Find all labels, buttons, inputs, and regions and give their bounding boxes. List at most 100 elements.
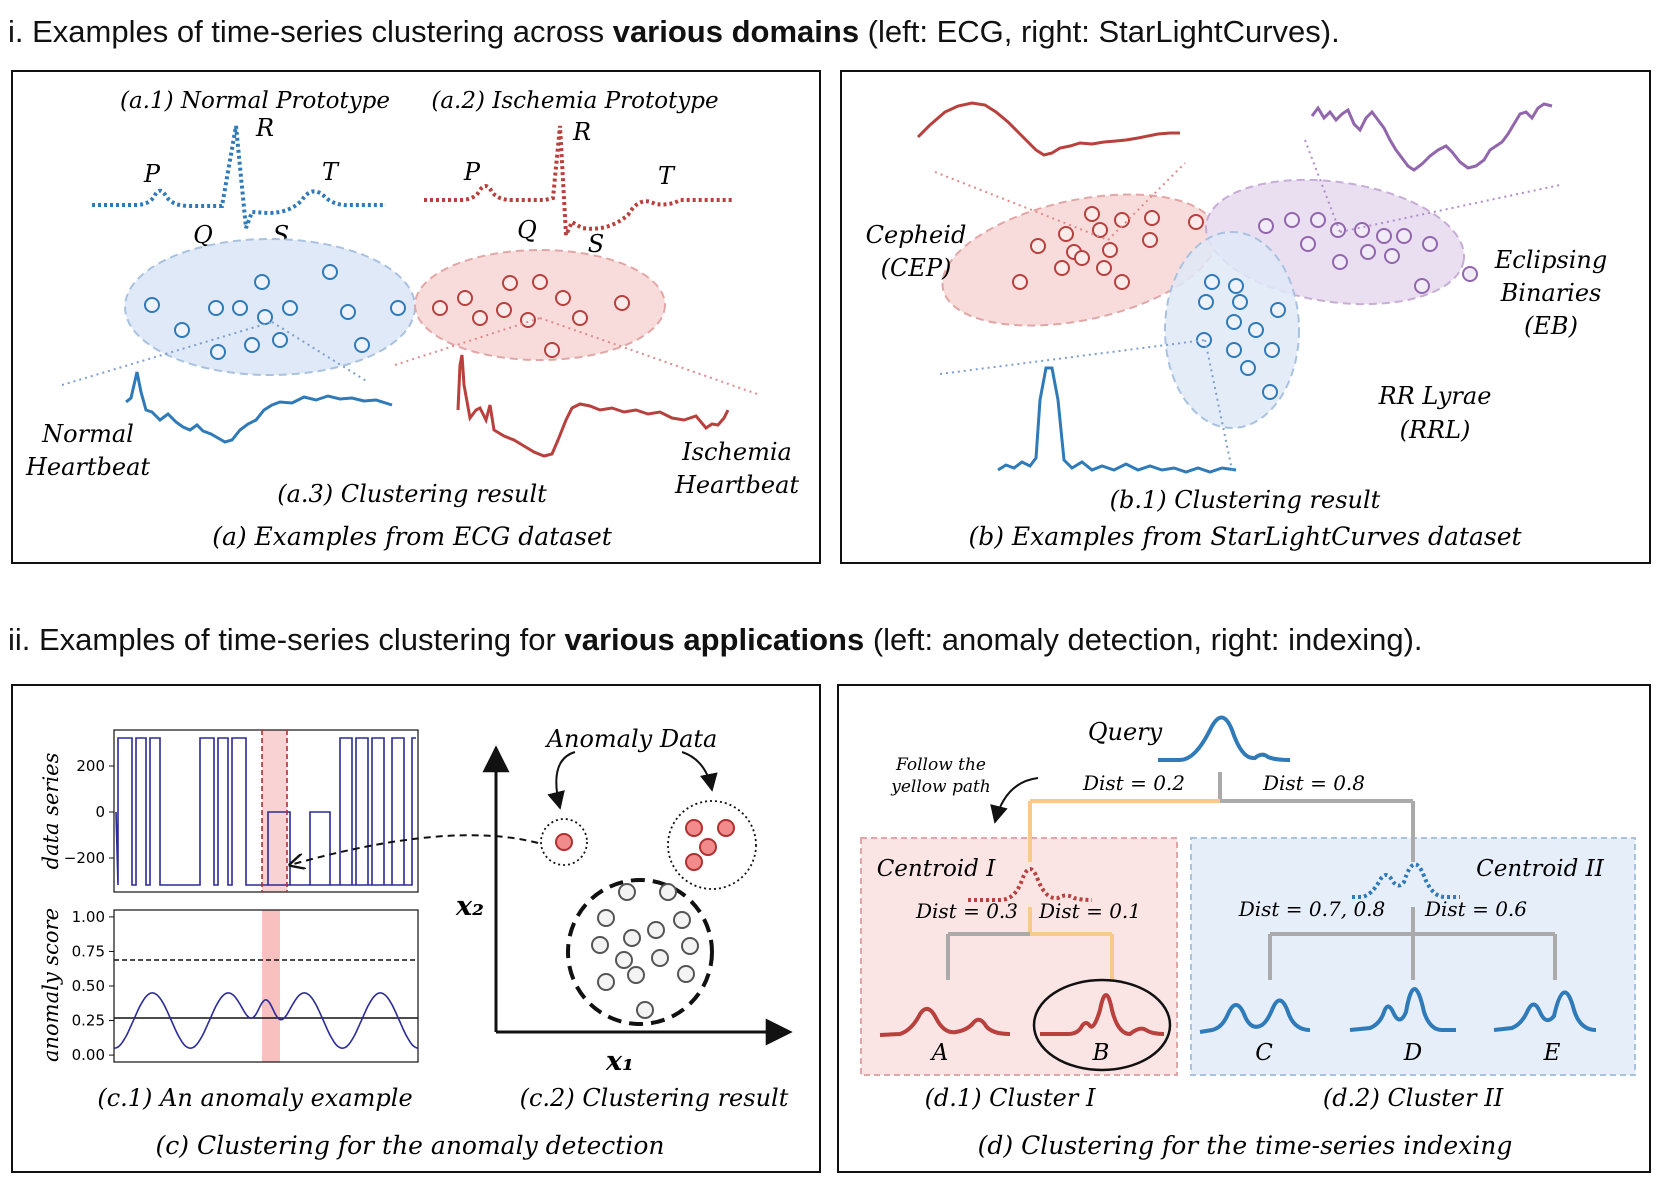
normal-heartbeat-label-2: Heartbeat [25,453,150,481]
normal-point [208,300,224,316]
panel-c-frame [11,684,821,1173]
anomaly-point [699,838,717,856]
eb-point [1258,218,1274,234]
normal-point [210,344,226,360]
leaf-A-label: A [930,1040,949,1066]
rrl-point [1270,302,1286,318]
wave-S-isch: S [588,230,604,258]
x1-label: x₁ [605,1046,634,1077]
anomaly-highlight-2 [262,910,280,1062]
dashed-link-arrow [290,834,539,865]
data-series-line [115,737,416,886]
cep-point [1188,214,1204,230]
cep-point [1074,250,1090,266]
cep-point [1054,260,1070,276]
ischemia-prototype-curve [424,125,732,236]
wave-Q-isch: Q [517,216,537,244]
anomaly-data-label: Anomaly Data [545,725,718,753]
cep-point [1012,274,1028,290]
cep-point [1058,226,1074,242]
ytick-0: 0 [95,803,105,821]
cep-point [1030,238,1046,254]
rrl-cluster-points [1196,274,1286,400]
panel-a-frame [11,70,821,564]
panel-c-sub1: (c.1) An anomaly example [97,1084,412,1112]
ytick-200: 200 [76,757,105,775]
normal-point [322,264,338,280]
cep-point [1084,206,1100,222]
normal-point [673,911,691,929]
ischemia-point [472,310,488,326]
rrl-label-2: (RRL) [1400,416,1471,444]
cep-label-2: (CEP) [881,254,952,282]
leaf-C-label: C [1255,1040,1273,1066]
normal-cluster-ellipse [124,238,416,376]
ytick-minus200: −200 [64,849,105,867]
panel-a-caption: (a) Examples from ECG dataset [212,522,613,551]
score-tick-label: 0.25 [72,1012,105,1030]
normal-point [144,297,160,313]
rrl-connector-2 [1204,339,1233,471]
dist-b: Dist = 0.1 [1038,899,1141,923]
normal-point [340,304,356,320]
rrl-point [1198,294,1214,310]
anomaly-score-line [113,992,419,1050]
panel-b-caption: (b) Examples from StarLightCurves datase… [968,522,1522,551]
anomaly-point [555,833,573,851]
ischemia-point [614,295,630,311]
rrl-point [1226,314,1242,330]
ischemia-cluster-points [432,274,630,358]
normal-point [354,337,370,353]
score-tick-label: 1.00 [72,908,105,926]
eb-label-1: Eclipsing [1494,246,1608,274]
rrl-point [1240,360,1256,376]
normal-point [623,929,641,947]
normal-point [615,951,633,969]
anomaly-single-circle [540,818,588,866]
normal-prototype-curve [92,125,386,229]
anomaly-arrow-right [681,751,718,792]
eb-point [1414,278,1430,294]
normal-point [677,965,695,983]
anomaly-point [685,853,703,871]
leaf-E-curve [1493,990,1597,1032]
wave-T-isch: T [658,162,676,190]
ischemia-point [544,342,560,358]
ischemia-point [532,274,548,290]
eb-point [1330,222,1346,238]
panel-c-sub2: (c.2) Clustering result [520,1084,789,1112]
rrl-point [1196,332,1212,348]
leaf-B-curve [1040,993,1165,1037]
normal-points [591,883,699,1019]
normal-point [390,300,406,316]
ischemia-point [432,300,448,316]
eb-label-3: (EB) [1524,312,1578,340]
anomaly-score-yticks: 1.000.750.500.250.00 [72,908,114,1064]
wave-R-normal: R [255,114,274,142]
ischemia-heartbeat-label-1: Ischemia [681,438,792,466]
normal-point [597,973,615,991]
rrl-point [1204,274,1220,290]
anomaly-arrow-left [547,751,576,810]
normal-point [272,332,288,348]
section-title-ii: ii. Examples of time-series clustering f… [8,622,1423,657]
leaf-B-label: B [1092,1040,1110,1066]
dist-q2: Dist = 0.8 [1262,771,1365,795]
section-title-i: i. Examples of time-series clustering ac… [8,14,1340,49]
panel-c-caption: (c) Clustering for the anomaly detection [155,1131,664,1160]
dist-e: Dist = 0.6 [1424,897,1527,921]
eb-point [1396,228,1412,244]
ischemia-heartbeat-label-2: Heartbeat [674,471,799,499]
normal-point [618,883,636,901]
dist-q1: Dist = 0.2 [1082,771,1185,795]
normal-point [254,274,270,290]
anomaly-point [717,819,735,837]
cep-label-1: Cepheid [866,221,967,249]
ischemia-heartbeat-trace [456,354,730,458]
centroid1-curve [968,867,1093,902]
cluster-i-box [860,837,1178,1076]
data-series-ylabel: data series [39,752,63,869]
eb-point [1376,228,1392,244]
leaf-E-label: E [1543,1040,1561,1066]
